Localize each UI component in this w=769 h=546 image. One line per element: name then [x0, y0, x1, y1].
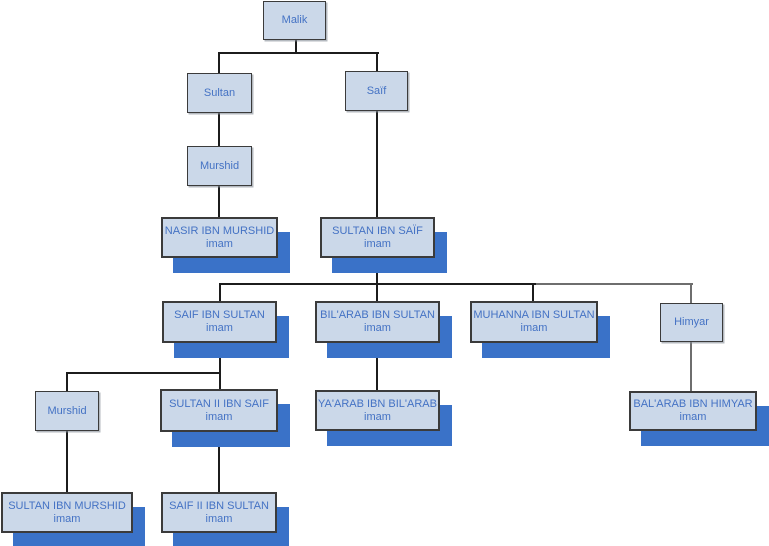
connector-sultan-murshid [218, 113, 220, 146]
connector-saifibnsultan-stem [219, 343, 221, 373]
connector-gen4-horizontal [66, 372, 221, 374]
node-sultan: Sultan [187, 73, 252, 113]
node-sultan-ii-ibn-saif: SULTAN II IBN SAIF imam [160, 389, 278, 432]
node-subtitle: imam [53, 512, 81, 525]
connector-gen4-murshid2-drop [66, 372, 68, 391]
connector-himyar-balarab [690, 342, 692, 391]
node-himyar: Himyar [660, 303, 723, 342]
node-label: BIL'ARAB IBN SULTAN [320, 309, 435, 321]
node-subtitle: imam [679, 411, 707, 423]
node-murshid-2: Murshid [35, 391, 99, 431]
node-nasir-ibn-murshid: NASIR IBN MURSHID imam [161, 217, 278, 258]
connector-bilarab-yaarab [376, 343, 378, 390]
node-bilarab-ibn-sultan: BIL'ARAB IBN SULTAN imam [315, 301, 440, 343]
node-saif: Saïf [345, 71, 408, 111]
node-malik: Malik [263, 1, 326, 40]
node-label: SULTAN IBN MURSHID [8, 499, 126, 512]
node-label: Murshid [47, 404, 87, 417]
node-saif-ii-ibn-sultan: SAIF II IBN SULTAN imam [161, 492, 277, 533]
node-sultan-ibn-saif: SULTAN IBN SAÏF imam [320, 217, 435, 258]
node-label: SAIF IBN SULTAN [174, 309, 265, 321]
connector-murshid-nasir [218, 186, 220, 217]
node-label: SULTAN II IBN SAIF [169, 397, 269, 410]
node-label: Malik [281, 14, 308, 26]
node-subtitle: imam [205, 512, 233, 525]
node-subtitle: imam [520, 322, 548, 334]
connector-gen3-himyar-drop [690, 283, 692, 303]
node-sultan-ibn-murshid: SULTAN IBN MURSHID imam [1, 492, 133, 533]
connector-gen4-sultan2-drop [219, 372, 221, 389]
node-label: YA'ARAB IBN BIL'ARAB [318, 397, 437, 410]
node-label: Murshid [199, 159, 240, 172]
node-label: BAL'ARAB IBN HIMYAR [633, 398, 753, 410]
node-subtitle: imam [206, 237, 233, 250]
node-label: SAIF II IBN SULTAN [169, 499, 269, 512]
connector-gen3-muhanna-drop [532, 283, 534, 301]
node-label: Saïf [366, 84, 387, 97]
node-subtitle: imam [364, 410, 391, 423]
connector-sultan2-child [218, 432, 220, 492]
connector-murshid2-child [66, 431, 68, 492]
connector-gen1-horizontal [218, 52, 379, 54]
connector-gen1-saif-drop [376, 52, 378, 71]
connector-gen1-sultan-drop [218, 52, 220, 73]
node-subtitle: imam [364, 237, 391, 250]
node-label: NASIR IBN MURSHID [164, 224, 275, 237]
node-label: MUHANNA IBN SULTAN [473, 309, 595, 321]
connector-malik-stem [295, 40, 297, 54]
node-murshid: Murshid [187, 146, 252, 186]
node-yaarab-ibn-bilarab: YA'ARAB IBN BIL'ARAB imam [315, 390, 440, 431]
node-label: SULTAN IBN SAÏF [332, 224, 423, 237]
node-label: Sultan [203, 86, 236, 99]
connector-gen3-saifibnsultan-drop [219, 283, 221, 301]
connector-sultanibnsaif-stem [376, 258, 378, 285]
node-subtitle: imam [205, 410, 233, 423]
node-muhanna-ibn-sultan: MUHANNA IBN SULTAN imam [470, 301, 598, 343]
connector-gen3-horizontal-right [536, 283, 693, 285]
node-subtitle: imam [206, 322, 233, 334]
connector-saif-sultanibnsaif [376, 111, 378, 217]
node-subtitle: imam [364, 322, 391, 334]
node-balarab-ibn-himyar: BAL'ARAB IBN HIMYAR imam [629, 391, 757, 431]
node-saif-ibn-sultan: SAIF IBN SULTAN imam [162, 301, 277, 343]
connector-gen3-bilarab-drop [376, 283, 378, 301]
node-label: Himyar [674, 316, 709, 328]
